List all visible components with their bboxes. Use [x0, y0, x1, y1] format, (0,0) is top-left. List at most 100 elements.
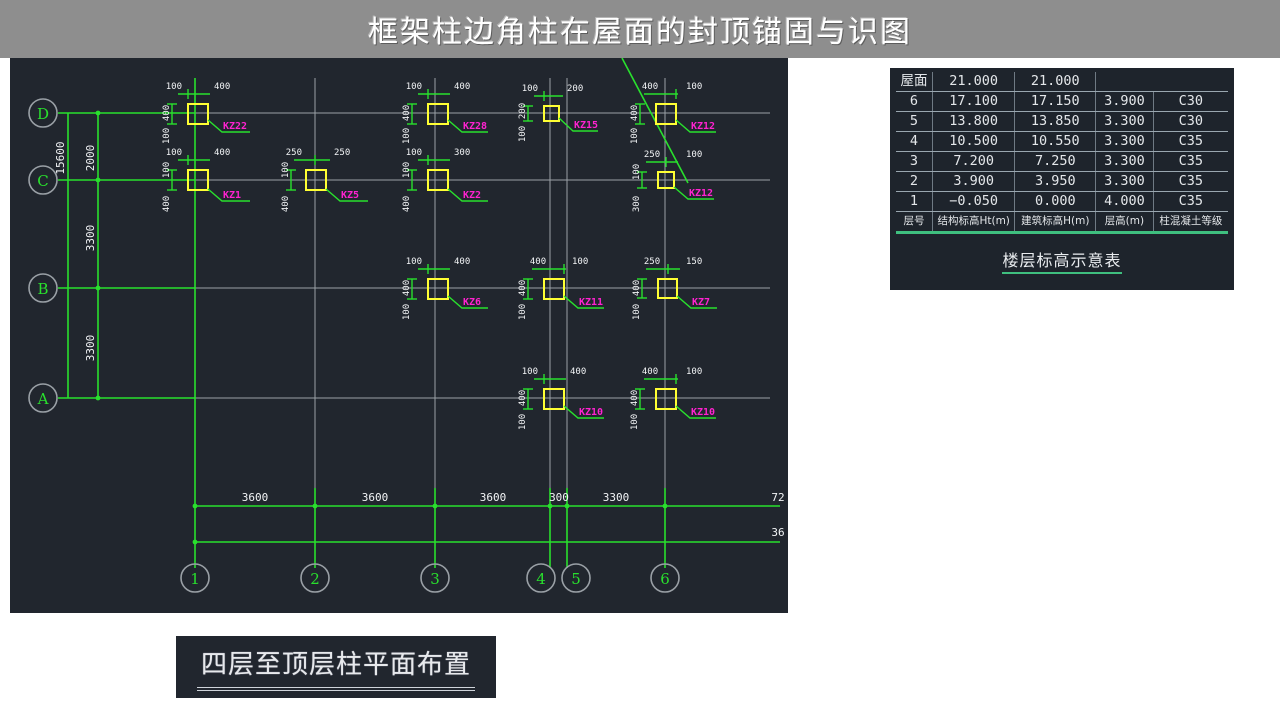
dim-kz28-left: 100 — [406, 82, 422, 92]
dim-kz10l-top: 400 — [518, 390, 528, 406]
dim-kz12d-bottom: 100 — [630, 128, 640, 144]
column-marker-kz6[interactable]: 100 400 400 100 KZ6 — [402, 257, 488, 320]
cell-story-height: 3.300 — [1095, 171, 1154, 192]
table-row: 5 13.800 13.850 3.300 C30 — [896, 111, 1228, 132]
header-architectural-elevation: 建筑标高H(m) — [1014, 211, 1097, 234]
column-tag-kz22: KZ22 — [223, 121, 247, 132]
header-floor-number: 层号 — [896, 211, 933, 234]
dim-kz22-bottom: 100 — [162, 128, 172, 144]
dim-1-to-2: 3600 — [242, 491, 269, 504]
header-story-height: 层高(m) — [1095, 211, 1154, 234]
cell-architectural-elevation: 10.550 — [1014, 131, 1097, 152]
grid-label-c: C — [37, 172, 48, 190]
column-tag-kz5: KZ5 — [341, 190, 359, 201]
dim-kz6-top: 400 — [402, 280, 412, 296]
axis-lines-vertical — [194, 78, 666, 488]
dim-kz7-right: 150 — [686, 257, 702, 267]
drawing-caption-text: 四层至顶层柱平面布置 — [200, 649, 471, 680]
cell-architectural-elevation: 0.000 — [1014, 191, 1097, 212]
column-marker-kz12-row-c[interactable]: 250 100 100 300 KZ12 — [632, 150, 714, 212]
column-marker-kz10-left[interactable]: 100 400 400 100 KZ10 — [518, 367, 604, 430]
dim-kz2-top: 100 — [402, 162, 412, 178]
dim-kz11-left: 400 — [530, 257, 546, 267]
cell-floor: 1 — [896, 191, 933, 212]
dim-kz6-right: 400 — [454, 257, 470, 267]
dim-kz10r-right: 100 — [686, 367, 702, 377]
cell-structural-elevation: 10.500 — [932, 131, 1016, 152]
column-tag-kz1: KZ1 — [223, 190, 241, 201]
table-row: 屋面 21.000 21.000 — [896, 72, 1228, 92]
dim-kz10l-bottom: 100 — [518, 414, 528, 430]
column-marker-kz5[interactable]: 250 250 100 400 KZ5 — [281, 148, 368, 212]
caption-underline — [197, 686, 475, 691]
table-row: 6 17.100 17.150 3.900 C30 — [896, 91, 1228, 112]
column-marker-kz12-row-d[interactable]: 400 100 400 100 KZ12 — [630, 82, 716, 144]
cell-concrete-grade: C35 — [1153, 131, 1228, 152]
dim-kz1-top: 100 — [162, 162, 172, 178]
dim-kz7-left: 250 — [644, 257, 660, 267]
column-marker-kz15[interactable]: 100 200 200 100 KZ15 — [518, 84, 598, 142]
column-marker-kz11[interactable]: 400 100 400 100 KZ11 — [518, 257, 604, 320]
dim-kz11-top: 400 — [518, 280, 528, 296]
cell-story-height: 3.300 — [1095, 151, 1154, 172]
column-marker-kz28[interactable]: 100 400 400 100 KZ28 — [402, 82, 488, 144]
dim-kz15-top: 200 — [518, 103, 528, 119]
cell-story-height: 4.000 — [1095, 191, 1154, 212]
column-tag-kz11: KZ11 — [579, 297, 603, 308]
dim-c-to-b: 3300 — [84, 225, 97, 252]
grid-label-4: 4 — [536, 570, 546, 588]
cad-drawing-panel[interactable]: D C B A 1 2 3 4 5 6 — [10, 58, 788, 613]
grid-label-d: D — [37, 105, 49, 123]
column-tag-kz12-c: KZ12 — [689, 188, 713, 199]
column-marker-kz22[interactable]: 100 400 400 100 KZ22 — [162, 82, 250, 144]
dim-kz22-right: 400 — [214, 82, 230, 92]
column-tag-kz2: KZ2 — [463, 190, 481, 201]
dim-kz2-left: 100 — [406, 148, 422, 158]
cell-architectural-elevation: 17.150 — [1014, 91, 1097, 112]
dim-kz12d-top: 400 — [630, 105, 640, 121]
cell-concrete-grade: C35 — [1153, 171, 1228, 192]
cell-structural-elevation: 13.800 — [932, 111, 1016, 132]
column-marker-kz2[interactable]: 100 300 100 400 KZ2 — [402, 148, 488, 212]
dim-kz28-bottom: 100 — [402, 128, 412, 144]
cell-floor: 6 — [896, 91, 933, 112]
cell-concrete-grade: C30 — [1153, 111, 1228, 132]
dim-kz12d-left: 400 — [642, 82, 658, 92]
column-marker-kz10-right[interactable]: 400 100 400 100 KZ10 — [630, 367, 716, 430]
dim-kz5-bottom: 400 — [281, 196, 291, 212]
cell-floor: 5 — [896, 111, 933, 132]
horizontal-dimension-texts: 3600 3600 3600 300 3300 72 36 — [242, 491, 785, 539]
grid-label-b: B — [37, 280, 48, 298]
dim-kz28-top: 400 — [402, 105, 412, 121]
column-marker-kz7[interactable]: 250 150 400 100 KZ7 — [632, 257, 717, 320]
column-tag-kz28: KZ28 — [463, 121, 487, 132]
elevation-table-body: 屋面 21.000 21.000 6 17.100 17.150 3.900 C… — [896, 72, 1228, 234]
column-tag-kz15: KZ15 — [574, 120, 598, 131]
dim-kz12c-top: 100 — [632, 164, 642, 180]
dim-kz15-left: 100 — [522, 84, 538, 94]
cell-concrete-grade — [1153, 72, 1228, 92]
dim-d-to-c: 2000 — [84, 145, 97, 172]
grid-label-3: 3 — [430, 570, 440, 588]
cell-concrete-grade: C35 — [1153, 151, 1228, 172]
cell-story-height: 3.300 — [1095, 111, 1154, 132]
cell-floor: 3 — [896, 151, 933, 172]
column-marker-kz1[interactable]: 100 400 100 400 KZ1 — [162, 148, 250, 212]
dim-kz12d-right: 100 — [686, 82, 702, 92]
header-structural-elevation: 结构标高Ht(m) — [932, 211, 1016, 234]
dim-kz5-top: 100 — [281, 162, 291, 178]
dim-kz11-bottom: 100 — [518, 304, 528, 320]
table-row: 2 3.900 3.950 3.300 C35 — [896, 171, 1228, 192]
table-row: 4 10.500 10.550 3.300 C35 — [896, 131, 1228, 152]
cell-structural-elevation: 21.000 — [932, 72, 1016, 92]
cell-architectural-elevation: 21.000 — [1014, 72, 1097, 92]
dim-kz22-top: 400 — [162, 105, 172, 121]
column-tag-kz7: KZ7 — [692, 297, 710, 308]
grid-label-a: A — [37, 390, 49, 408]
dim-kz10r-top: 400 — [630, 390, 640, 406]
cell-structural-elevation: 3.900 — [932, 171, 1016, 192]
dim-2-to-3: 3600 — [362, 491, 389, 504]
dim-kz12c-bottom: 300 — [632, 196, 642, 212]
cell-floor: 4 — [896, 131, 933, 152]
